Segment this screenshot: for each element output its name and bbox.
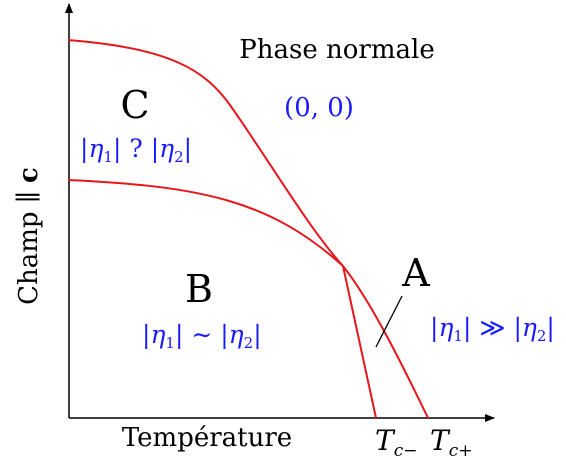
phase-a-eta2: η [522, 313, 537, 342]
tick-label-tc-minus: Tc− [375, 424, 417, 461]
normal-phase-title: Phase normale [239, 35, 434, 65]
phase-a-relation: |η1| ≫ |η2| [430, 313, 555, 345]
steep-boundary-line [342, 265, 377, 419]
tc-minus-main: T [375, 424, 396, 457]
phase-a-letter: A [401, 251, 430, 295]
phase-b-letter: B [185, 267, 213, 311]
phase-b-relation: |η1| ∼ |η2| [142, 320, 262, 352]
phase-c-eta1: η [88, 134, 103, 163]
phase-a-operator: ≫ [479, 313, 505, 342]
phase-c-operator: ? [129, 134, 142, 163]
phase-c-index1: 1 [103, 148, 113, 166]
phase-a-index2: 2 [537, 327, 547, 345]
phase-a-index1: 1 [453, 327, 463, 345]
phase-b-eta2: η [229, 320, 244, 349]
phase-c-letter: C [120, 83, 149, 127]
tc-plus-sub: c+ [449, 441, 473, 461]
phase-b-operator: ∼ [191, 320, 212, 349]
region-a-pointer [375, 295, 403, 348]
normal-phase-order: (0, 0) [284, 93, 354, 123]
y-axis-label-bold: c [14, 167, 44, 183]
phase-b-eta1: η [150, 320, 165, 349]
y-axis-label-text: Champ ∥ [14, 183, 44, 305]
tc-plus-main: T [430, 424, 451, 457]
phase-a-eta1: η [438, 313, 453, 342]
phase-b-index1: 1 [165, 334, 175, 352]
phase-c-index2: 2 [174, 148, 184, 166]
tc-minus-sub: c− [394, 441, 418, 461]
tick-label-tc-plus: Tc+ [430, 424, 472, 461]
lower-boundary-curve [67, 179, 344, 267]
phase-c-eta2: η [159, 134, 174, 163]
phase-c-relation: |η1| ? |η2| [80, 134, 192, 166]
y-axis-label: Champ ∥ c [14, 167, 44, 305]
phase-b-index2: 2 [244, 334, 254, 352]
x-axis-label: Température [122, 423, 292, 453]
